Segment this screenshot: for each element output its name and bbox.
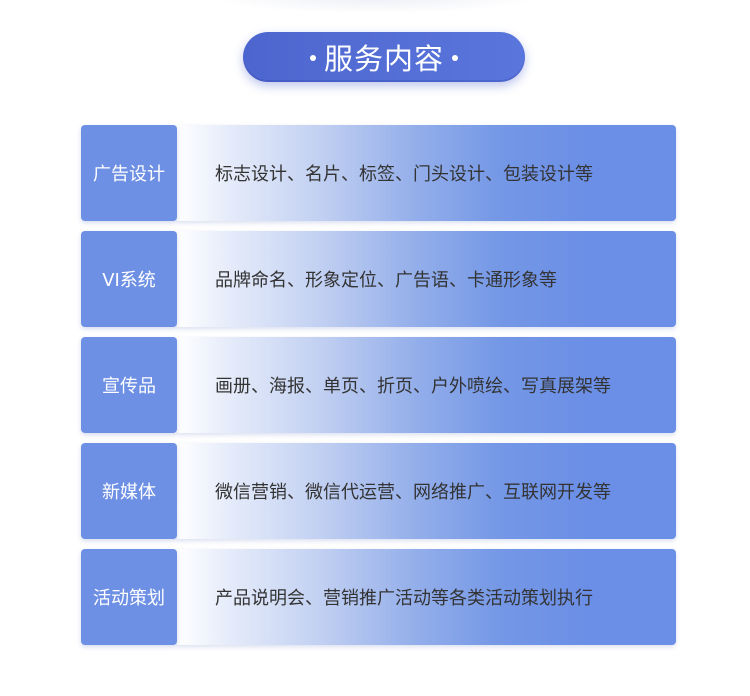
service-row-vi-system: VI系统 品牌命名、形象定位、广告语、卡通形象等 — [81, 231, 676, 327]
service-row-ad-design: 广告设计 标志设计、名片、标签、门头设计、包装设计等 — [81, 125, 676, 221]
service-description-bar — [177, 125, 676, 221]
service-row-event-planning: 活动策划 产品说明会、营销推广活动等各类活动策划执行 — [81, 549, 676, 645]
service-description-bar — [177, 337, 676, 433]
service-label: 广告设计 — [81, 125, 177, 221]
section-title-pill: 服务内容 — [243, 32, 525, 82]
service-description: 标志设计、名片、标签、门头设计、包装设计等 — [215, 164, 593, 185]
service-description-bar — [177, 549, 676, 645]
service-description: 品牌命名、形象定位、广告语、卡通形象等 — [215, 270, 557, 291]
service-row-promo-materials: 宣传品 画册、海报、单页、折页、户外喷绘、写真展架等 — [81, 337, 676, 433]
section-title: 服务内容 — [323, 42, 444, 76]
service-description: 画册、海报、单页、折页、户外喷绘、写真展架等 — [215, 376, 611, 397]
service-description-bar — [177, 231, 676, 327]
title-left-dot — [309, 55, 316, 61]
service-label: 新媒体 — [81, 443, 177, 539]
service-label: VI系统 — [81, 231, 177, 327]
title-right-dot — [452, 55, 458, 61]
service-description: 微信营销、微信代运营、网络推广、互联网开发等 — [215, 482, 611, 503]
service-row-new-media: 新媒体 微信营销、微信代运营、网络推广、互联网开发等 — [81, 443, 676, 539]
service-label: 活动策划 — [81, 549, 177, 645]
service-description-bar — [177, 443, 676, 539]
top-glow-decoration — [205, 0, 545, 14]
service-label: 宣传品 — [81, 337, 177, 433]
service-description: 产品说明会、营销推广活动等各类活动策划执行 — [215, 588, 593, 609]
